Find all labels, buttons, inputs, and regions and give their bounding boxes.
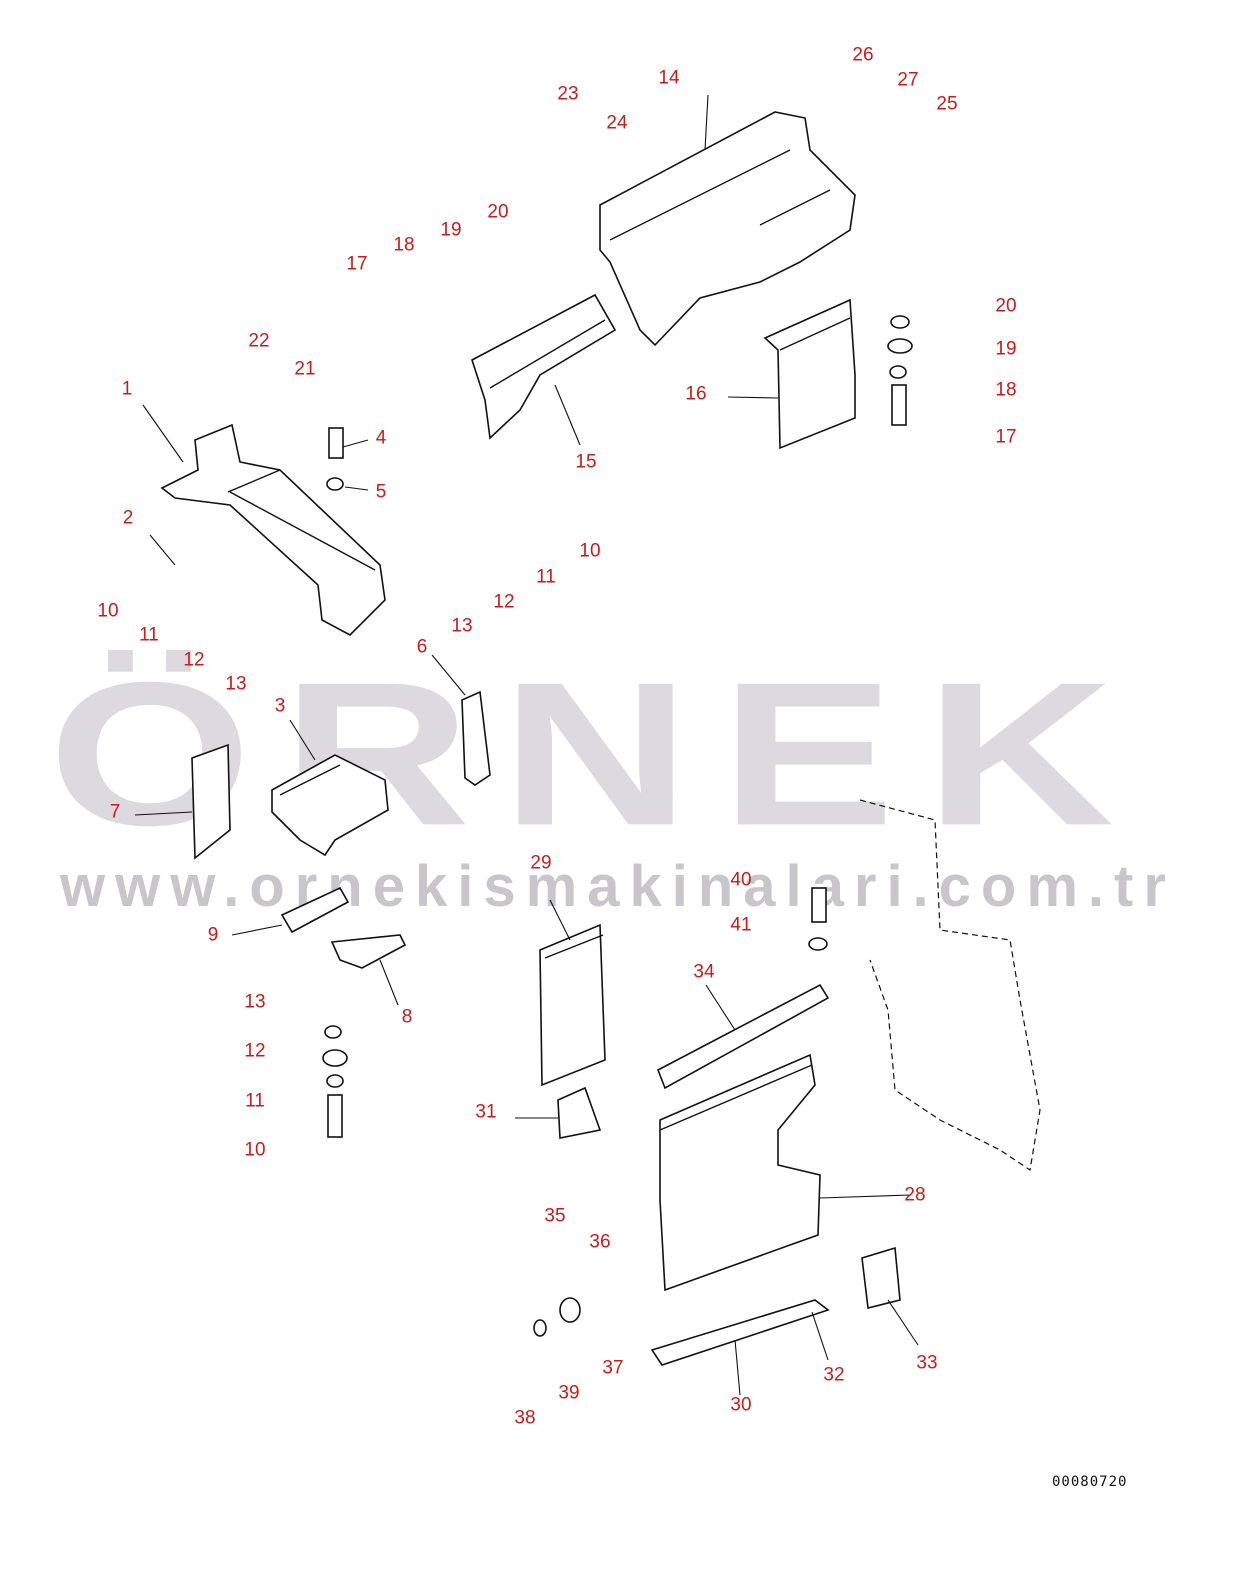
drawing-code: 00080720 (1052, 1474, 1128, 1490)
part-11-washer-bottom (326, 1074, 344, 1088)
callout-4: 4 (375, 427, 387, 449)
callout-10-left: 10 (97, 600, 119, 622)
callout-11-left: 11 (139, 624, 159, 646)
callout-9: 9 (207, 924, 219, 946)
part-10-bolt-bottom (327, 1094, 343, 1138)
part-28-plate (659, 1053, 821, 1292)
callout-40: 40 (730, 869, 752, 891)
part-40-bolt (811, 887, 827, 923)
part-34-rail (656, 983, 830, 1090)
callout-35: 35 (544, 1205, 566, 1227)
part-13-nut-bottom (324, 1025, 342, 1039)
callout-15: 15 (575, 451, 597, 473)
callout-29: 29 (530, 852, 552, 874)
part-8-strap (330, 934, 407, 969)
callout-11-bottom: 11 (245, 1090, 265, 1112)
part-16-plate (763, 298, 856, 450)
part-6-plate (461, 690, 491, 786)
part-3-bracket (271, 754, 389, 857)
callout-14: 14 (658, 67, 680, 89)
part-19-washer-right (887, 338, 913, 354)
callout-24: 24 (606, 112, 628, 134)
callout-19-left: 19 (440, 219, 462, 241)
callout-17-right: 17 (995, 426, 1017, 448)
callout-39: 39 (558, 1382, 580, 1404)
callout-23: 23 (557, 83, 579, 105)
callout-16: 16 (685, 383, 707, 405)
callout-12-right: 12 (493, 591, 515, 613)
callout-28: 28 (904, 1184, 926, 1206)
callout-5: 5 (375, 481, 387, 503)
part-5-washer (326, 477, 344, 491)
callout-26: 26 (852, 44, 874, 66)
part-37-washer (559, 1297, 581, 1323)
part-7-plate (191, 743, 231, 860)
callout-1: 1 (121, 378, 133, 400)
callout-8: 8 (401, 1006, 413, 1028)
callout-32: 32 (823, 1364, 845, 1386)
callout-37: 37 (602, 1357, 624, 1379)
part-1-bracket (160, 423, 386, 636)
part-29-pad (539, 923, 606, 1087)
callout-10-bottom: 10 (244, 1139, 266, 1161)
callout-13-left: 13 (225, 673, 247, 695)
callout-30: 30 (730, 1394, 752, 1416)
part-39-washer (533, 1319, 547, 1337)
part-15-plate (471, 293, 617, 440)
callout-3: 3 (274, 695, 286, 717)
leader-lines (134, 94, 919, 1396)
callout-12-left: 12 (183, 649, 205, 671)
part-30-bar (650, 1299, 830, 1366)
callout-38: 38 (514, 1407, 536, 1429)
callout-20-right: 20 (995, 295, 1017, 317)
callout-36: 36 (589, 1231, 611, 1253)
part-31-block (557, 1086, 602, 1139)
callout-11-right: 11 (536, 566, 556, 588)
callout-18-left: 18 (393, 234, 415, 256)
part-41-washer (808, 937, 828, 951)
part-17-bolt-right (891, 384, 907, 426)
machine-frame (859, 799, 1041, 1172)
callout-27: 27 (897, 69, 919, 91)
callout-19-right: 19 (995, 338, 1017, 360)
callout-31: 31 (475, 1101, 497, 1123)
part-9-strap (280, 886, 350, 934)
callout-20-left: 20 (487, 201, 509, 223)
callout-33: 33 (916, 1352, 938, 1374)
callout-2: 2 (122, 507, 134, 529)
callout-10-right: 10 (579, 540, 601, 562)
callout-22: 22 (248, 330, 270, 352)
part-20-nut-right (890, 315, 910, 329)
callout-18-right: 18 (995, 379, 1017, 401)
callout-12-bottom: 12 (244, 1040, 266, 1062)
part-12-washer-bottom (322, 1049, 348, 1067)
callout-13-right: 13 (451, 615, 473, 637)
callout-41: 41 (730, 914, 752, 936)
part-4-bolt (328, 427, 344, 459)
part-18-washer-right (889, 365, 907, 379)
callout-25: 25 (936, 93, 958, 115)
callout-34: 34 (693, 961, 715, 983)
callout-13-bottom: 13 (244, 991, 266, 1013)
part-33-block (861, 1246, 901, 1309)
callout-7: 7 (109, 801, 121, 823)
callout-6: 6 (416, 636, 428, 658)
part-14-cover (599, 111, 856, 347)
callout-17-left: 17 (346, 253, 368, 275)
callout-21: 21 (294, 358, 316, 380)
